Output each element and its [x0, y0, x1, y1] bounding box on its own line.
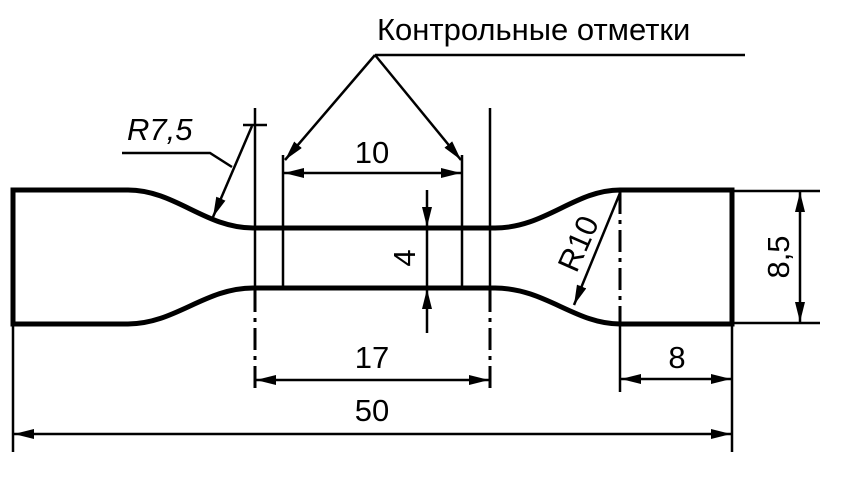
dim-grip-width-text: 8,5 — [761, 235, 796, 278]
radius-small-arrow — [211, 125, 254, 218]
radius-small-text: R7,5 — [127, 112, 193, 147]
dim-total-length-text: 50 — [355, 393, 389, 428]
radius-large-text: R10 — [551, 211, 606, 277]
radius-large-arrow — [572, 192, 622, 306]
specimen-outline — [10, 187, 735, 327]
control-marks-label: Контрольные отметки — [377, 12, 690, 47]
dim-narrow-length-text: 17 — [355, 340, 389, 375]
dim-gauge-text: 10 — [355, 135, 389, 170]
radius-small-leader — [122, 151, 233, 169]
dim-width-text: 4 — [387, 249, 422, 266]
leader-arrow-right — [374, 54, 462, 161]
dim-grip-length-text: 8 — [668, 340, 685, 375]
leader-arrow-left — [284, 54, 376, 161]
